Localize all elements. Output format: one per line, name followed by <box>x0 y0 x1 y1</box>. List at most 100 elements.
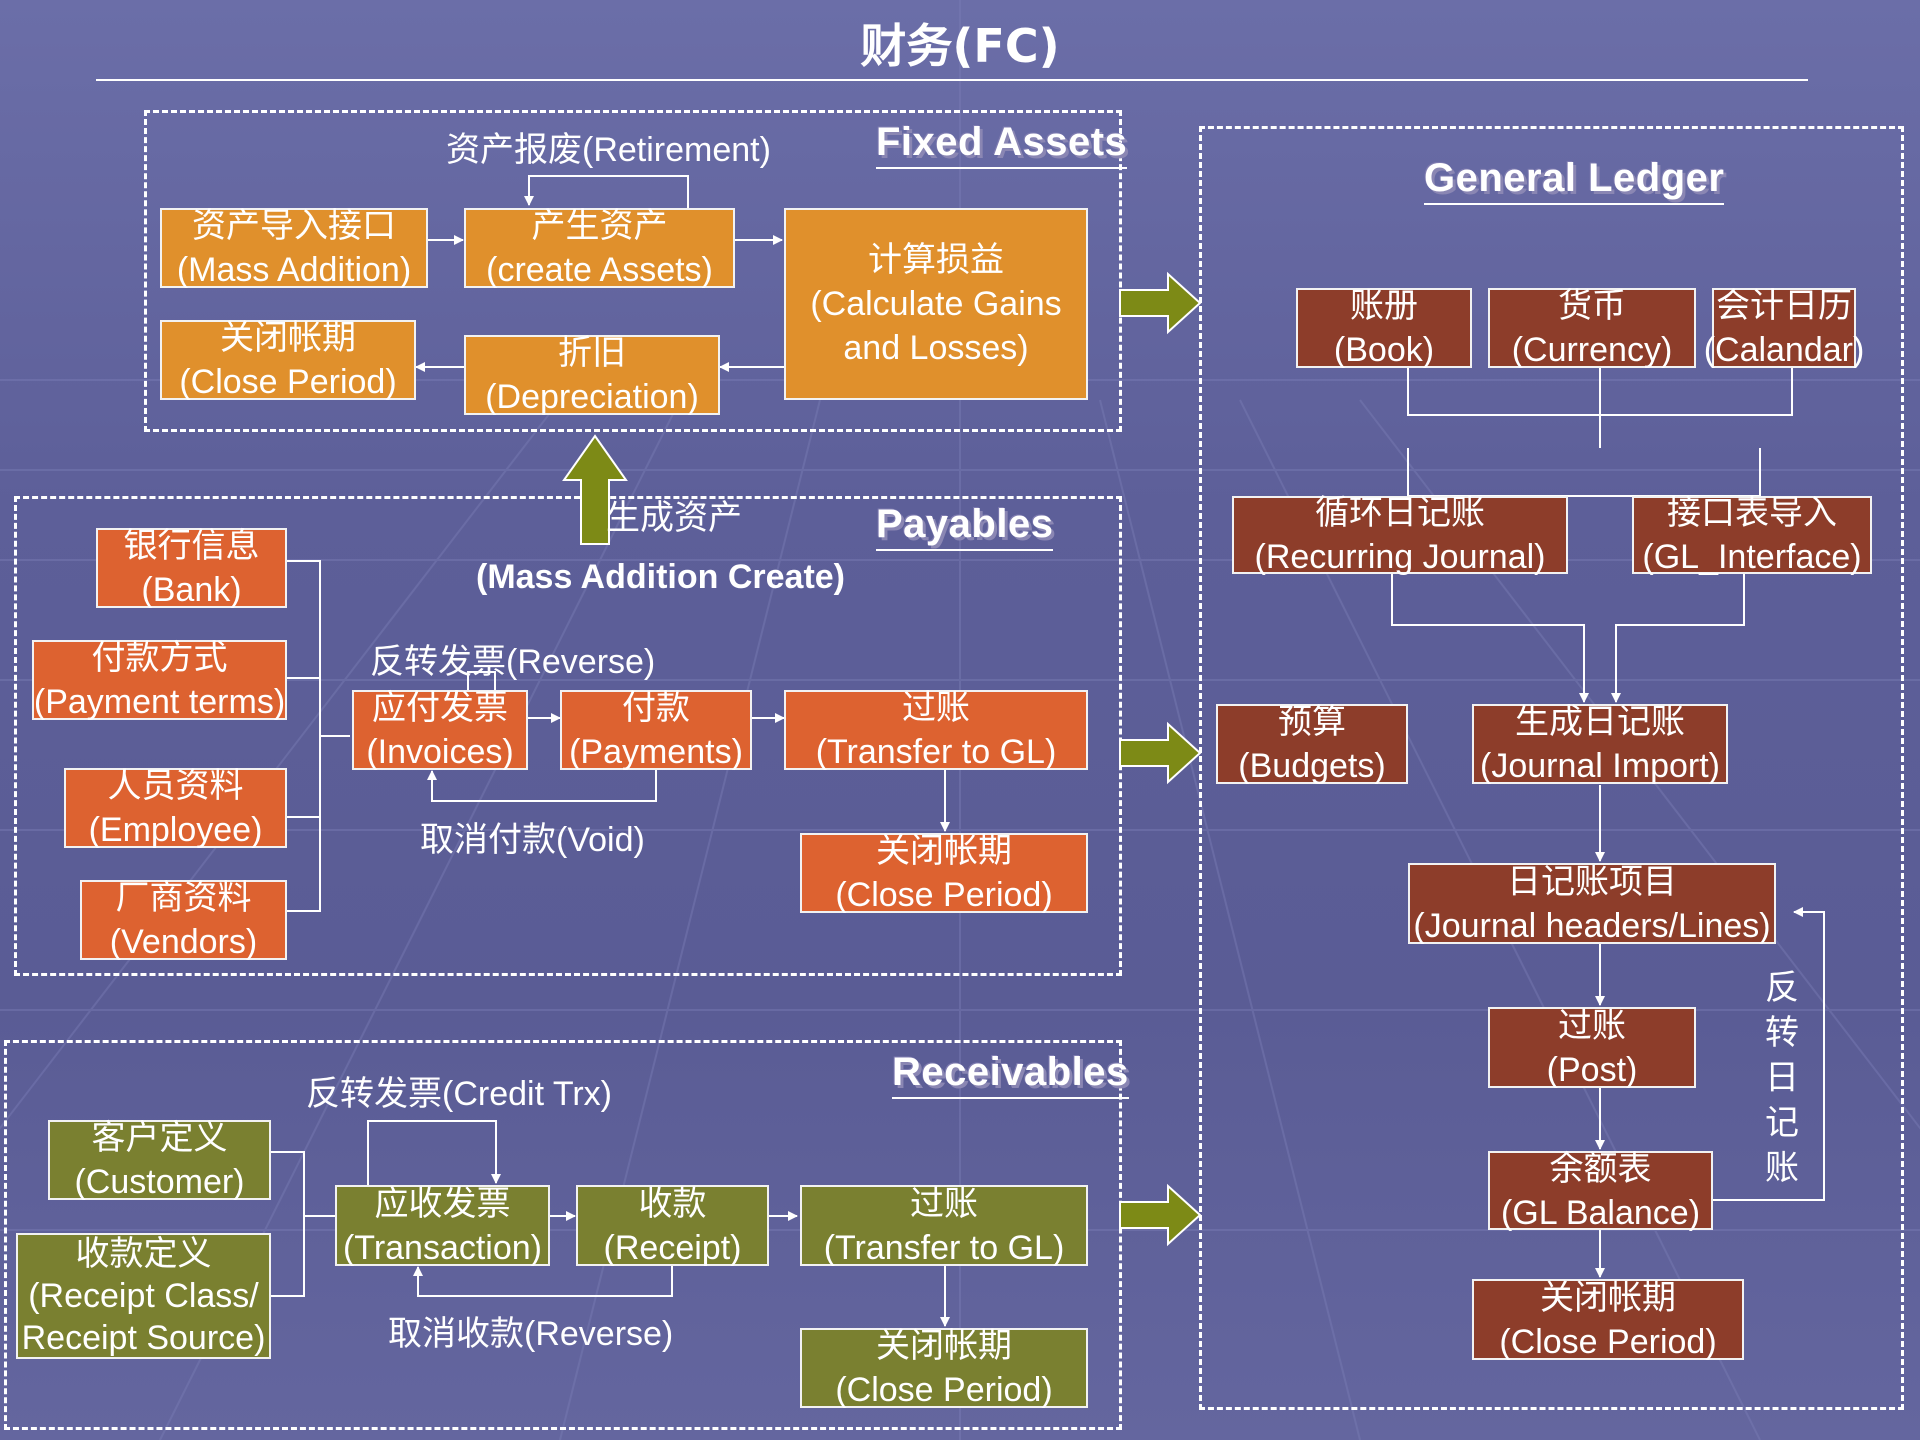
gl-interface-en: (GL_Interface) <box>1642 538 1862 576</box>
fixed-assets-panel <box>144 110 1122 432</box>
ap-payment-terms-box: 付款方式 (Payment terms) <box>32 639 287 721</box>
fixed-assets-title: Fixed Assets <box>876 120 1128 169</box>
gl-budgets-cn: 预算 <box>1278 703 1346 741</box>
ar-transfer-gl-en: (Transfer to GL) <box>823 1228 1065 1267</box>
fa-create-assets-box: 产生资产 (create Assets) <box>464 207 735 289</box>
gl-close-period-cn: 关闭帐期 <box>1540 1278 1676 1317</box>
ar-receipt-definition-box: 收款定义 (Receipt Class/ Receipt Source) <box>16 1233 271 1359</box>
ar-receipt-definition-en2: Receipt Source) <box>21 1319 266 1357</box>
ap-vendors-en: (Vendors) <box>109 923 258 961</box>
ap-transfer-gl-cn: 过账 <box>902 689 970 727</box>
gl-currency-en: (Currency) <box>1511 331 1673 369</box>
gl-post-en: (Post) <box>1546 1050 1638 1089</box>
receivables-title: Receivables <box>892 1050 1129 1099</box>
ap-vendors-box: 厂商资料 (Vendors) <box>80 879 287 961</box>
gl-journal-lines-cn: 日记账项目 <box>1507 862 1677 901</box>
gl-recurring-journal-cn: 循环日记账 <box>1315 494 1485 532</box>
gl-calendar-en: (Calandar) <box>1703 331 1865 369</box>
ap-bank-en: (Bank) <box>141 571 242 609</box>
gl-recurring-journal-en: (Recurring Journal) <box>1254 538 1546 576</box>
gl-calendar-box: 会计日历 (Calandar) <box>1704 287 1865 369</box>
ar-customer-en: (Customer) <box>74 1163 245 1201</box>
ap-payments-en: (Payments) <box>569 733 743 771</box>
fa-mass-addition-box: 资产导入接口 (Mass Addition) <box>160 207 428 289</box>
fa-close-period-en: (Close Period) <box>179 363 397 401</box>
ar-close-period-box: 关闭帐期 (Close Period) <box>800 1327 1088 1409</box>
receivables-panel <box>4 1040 1122 1430</box>
fa-close-period-cn: 关闭帐期 <box>220 319 356 357</box>
payables-title-text: Payables <box>876 502 1054 546</box>
payables-title: Payables <box>876 502 1054 551</box>
ar-transfer-gl-box: 过账 (Transfer to GL) <box>800 1184 1088 1267</box>
ar-receipt-en: (Receipt) <box>603 1228 742 1267</box>
gl-journal-lines-en: (Journal headers/Lines) <box>1413 906 1771 945</box>
gl-currency-box: 货币 (Currency) <box>1488 287 1696 369</box>
gl-book-cn: 账册 <box>1350 287 1418 325</box>
ap-employee-cn: 人员资料 <box>107 767 244 805</box>
ap-invoices-cn: 应付发票 <box>372 689 508 727</box>
ap-bank-box: 银行信息 (Bank) <box>96 527 287 609</box>
ar-transfer-gl-cn: 过账 <box>910 1184 978 1223</box>
fa-calculate-gains-en: (Calculate Gains <box>810 285 1062 323</box>
general-ledger-title-text: General Ledger <box>1424 156 1725 200</box>
ap-gen-assets-label: 生成资产 <box>606 499 742 537</box>
ar-transaction-en: (Transaction) <box>342 1228 543 1267</box>
receivables-title-text: Receivables <box>892 1050 1129 1094</box>
ap-invoices-en: (Invoices) <box>366 733 514 771</box>
ap-mass-addition-create-label: (Mass Addition Create) <box>476 558 846 596</box>
ap-close-period-box: 关闭帐期 (Close Period) <box>800 832 1088 914</box>
fa-mass-addition-cn: 资产导入接口 <box>192 207 396 245</box>
gl-close-period-box: 关闭帐期 (Close Period) <box>1472 1278 1744 1361</box>
fa-mass-addition-en: (Mass Addition) <box>176 251 412 289</box>
ap-payment-terms-en: (Payment terms) <box>33 683 286 721</box>
fa-close-period-box: 关闭帐期 (Close Period) <box>160 319 416 401</box>
gl-journal-import-cn: 生成日记账 <box>1515 703 1685 741</box>
ap-void-label: 取消付款(Void) <box>420 821 645 859</box>
ap-transfer-gl-box: 过账 (Transfer to GL) <box>784 689 1088 771</box>
ap-payment-terms-cn: 付款方式 <box>91 639 228 677</box>
gl-book-en: (Book) <box>1333 331 1435 369</box>
ar-transaction-box: 应收发票 (Transaction) <box>335 1184 550 1267</box>
fa-create-assets-en: (create Assets) <box>486 251 713 289</box>
ap-payments-cn: 付款 <box>622 689 690 727</box>
gl-calendar-cn: 会计日历 <box>1716 287 1852 325</box>
fa-depreciation-en: (Depreciation) <box>485 378 699 416</box>
fa-retirement-label: 资产报废(Retirement) <box>446 131 771 169</box>
fa-depreciation-box: 折旧 (Depreciation) <box>464 334 720 416</box>
ar-receipt-definition-en: (Receipt Class/ <box>28 1277 259 1315</box>
gl-journal-import-en: (Journal Import) <box>1480 747 1720 785</box>
gl-balance-cn: 余额表 <box>1549 1149 1652 1188</box>
ap-to-fa-arrow <box>562 434 628 545</box>
ap-bank-cn: 银行信息 <box>123 527 260 565</box>
gl-currency-cn: 货币 <box>1558 287 1626 325</box>
ap-invoices-box: 应付发票 (Invoices) <box>352 689 528 771</box>
fa-calculate-gains-en2: and Losses) <box>843 329 1029 367</box>
payables-panel <box>14 496 1122 976</box>
gl-balance-en: (GL Balance) <box>1500 1193 1701 1232</box>
gl-post-cn: 过账 <box>1558 1006 1626 1045</box>
gl-budgets-box: 预算 (Budgets) <box>1216 703 1408 785</box>
ar-customer-cn: 客户定义 <box>91 1119 228 1157</box>
ap-vendors-cn: 厂商资料 <box>115 879 252 917</box>
ar-close-period-en: (Close Period) <box>835 1371 1053 1409</box>
ar-receipt-box: 收款 (Receipt) <box>576 1184 769 1267</box>
ar-receipt-definition-cn: 收款定义 <box>75 1235 212 1273</box>
gl-interface-box: 接口表导入 (GL_Interface) <box>1632 494 1872 576</box>
ar-transaction-cn: 应收发票 <box>374 1184 511 1223</box>
ap-payments-box: 付款 (Payments) <box>560 689 752 771</box>
general-ledger-panel <box>1199 126 1904 1410</box>
ar-close-period-cn: 关闭帐期 <box>876 1327 1012 1365</box>
ap-transfer-gl-en: (Transfer to GL) <box>815 733 1057 771</box>
ar-receipt-cn: 收款 <box>638 1184 707 1223</box>
page-title: 财务(FC) <box>860 19 1060 73</box>
ar-to-gl-arrow <box>1119 1183 1202 1247</box>
ap-employee-box: 人员资料 (Employee) <box>64 767 287 849</box>
gl-balance-box: 余额表 (GL Balance) <box>1488 1150 1713 1232</box>
fa-to-gl-arrow <box>1119 271 1202 335</box>
gl-interface-cn: 接口表导入 <box>1667 494 1837 532</box>
gl-journal-lines-box: 日记账项目 (Journal headers/Lines) <box>1408 862 1776 945</box>
ap-reverse-label: 反转发票(Reverse) <box>370 643 656 681</box>
fa-depreciation-cn: 折旧 <box>558 334 626 372</box>
fa-create-assets-cn: 产生资产 <box>531 207 668 245</box>
gl-journal-import-box: 生成日记账 (Journal Import) <box>1472 703 1728 785</box>
